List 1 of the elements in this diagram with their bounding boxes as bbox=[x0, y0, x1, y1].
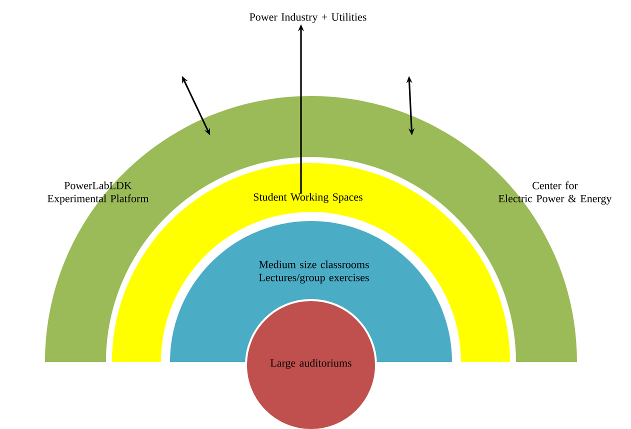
top-label: Power Industry + Utilities bbox=[250, 13, 366, 23]
